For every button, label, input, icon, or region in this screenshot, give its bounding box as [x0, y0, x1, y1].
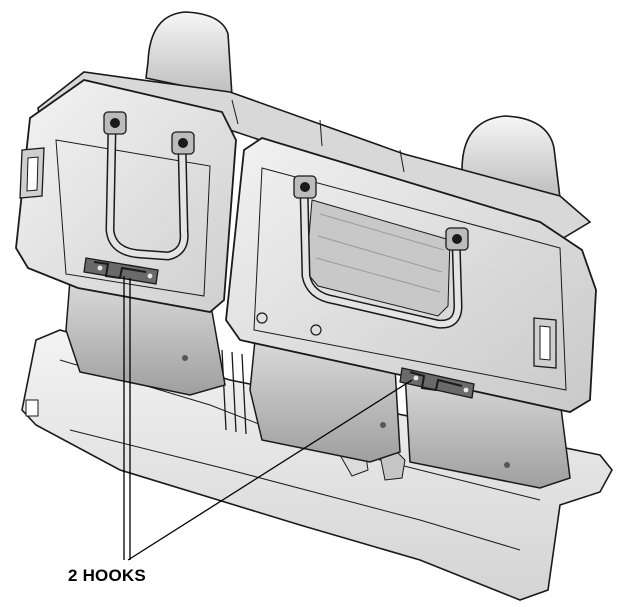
hook-right	[399, 367, 475, 399]
handle-right	[293, 175, 469, 329]
hook-left	[83, 257, 159, 285]
seatback-panel-right	[225, 137, 597, 413]
headrest-left	[145, 11, 233, 97]
seatback-panel-left	[15, 79, 237, 313]
callout-label: 2 HOOKS	[68, 566, 146, 585]
callout-leaders	[123, 276, 413, 561]
handle-left	[103, 111, 195, 261]
